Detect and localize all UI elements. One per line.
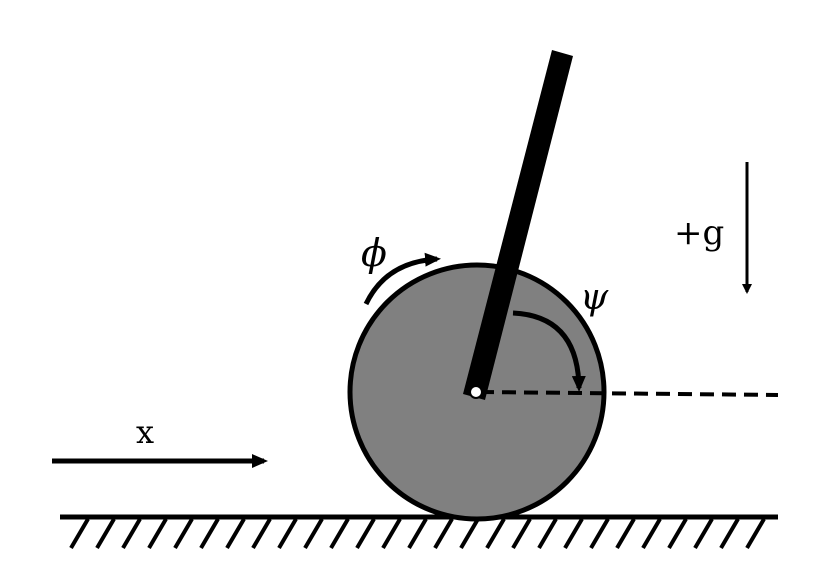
ground-hatch [459, 517, 480, 550]
ground-hatch [277, 517, 298, 550]
x-label: x [136, 413, 154, 451]
ground-hatch [433, 517, 454, 550]
ground [60, 514, 778, 550]
ground-hatch [147, 517, 168, 550]
ground-hatch [641, 517, 662, 550]
ground-hatch [225, 517, 246, 550]
ground-hatch [303, 517, 324, 550]
ground-hatch [537, 517, 558, 550]
ground-hatch [121, 517, 142, 550]
ground-hatch [95, 517, 116, 550]
ground-hatch [589, 517, 610, 550]
ground-hatch [511, 517, 532, 550]
phi-label: ϕ [361, 231, 387, 275]
ground-hatch [329, 517, 350, 550]
ground-hatch [693, 517, 714, 550]
ground-hatch [173, 517, 194, 550]
ground-hatch [563, 517, 584, 550]
ground-hatch [485, 517, 506, 550]
ground-hatch [667, 517, 688, 550]
ground-hatch [69, 517, 90, 550]
gravity-label: +g [674, 213, 724, 253]
pendulum-rod [463, 50, 573, 400]
ground-hatch [199, 517, 220, 550]
psi-label: ψ [580, 277, 609, 318]
pivot [469, 385, 483, 399]
ground-hatch [355, 517, 376, 550]
ground-hatching [69, 517, 766, 550]
ground-hatch [615, 517, 636, 550]
horizontal-reference-line [479, 390, 779, 397]
phi-rotation-arrow [363, 252, 441, 306]
ground-hatch [251, 517, 272, 550]
ground-hatch [719, 517, 740, 550]
psi-angle-arrow [512, 310, 586, 392]
ground-hatch [407, 517, 428, 550]
ground-hatch [745, 517, 766, 550]
ground-hatch [381, 517, 402, 550]
